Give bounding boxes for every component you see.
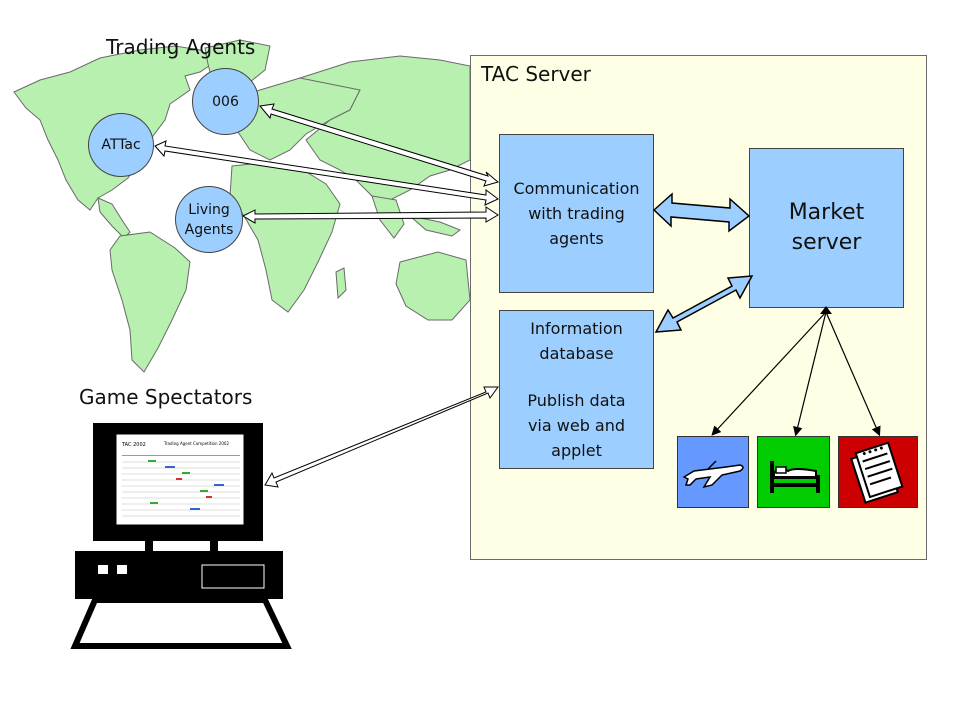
trading-agents-title: Trading Agents — [106, 35, 256, 59]
communication-line-3: agents — [549, 229, 604, 248]
communication-line-2: with trading — [528, 204, 625, 223]
info-line-5: applet — [551, 441, 602, 460]
tac-server-title: TAC Server — [481, 62, 591, 86]
central-america — [97, 197, 131, 239]
flight-auction-tile — [677, 436, 749, 508]
airplane-icon — [682, 460, 744, 489]
africa — [229, 161, 341, 313]
communication-line-1: Communication — [513, 179, 640, 198]
agent-006: 006 — [192, 68, 259, 135]
market-server-box: Market server — [749, 148, 904, 308]
bed-icon — [770, 461, 820, 493]
info-line-1: Information — [530, 319, 623, 338]
market-line-2: server — [791, 230, 862, 255]
info-line-4: via web and — [527, 416, 626, 435]
communication-box: Communication with trading agents — [499, 134, 654, 293]
market-line-1: Market — [788, 200, 865, 225]
agent-006-label: 006 — [212, 93, 239, 110]
australia — [395, 251, 471, 321]
agent-living-agents: Living Agents — [175, 186, 243, 253]
hotel-auction-tile — [757, 436, 830, 508]
information-database-box: Information database Publish data via we… — [499, 310, 654, 469]
agent-living-agents-label: Living Agents — [184, 201, 234, 238]
tickets-icon — [850, 441, 904, 504]
asia — [298, 55, 471, 201]
entertainment-auction-tile — [838, 436, 918, 508]
south-america — [109, 231, 191, 373]
south-asia — [371, 195, 405, 239]
indonesia — [408, 215, 462, 237]
madagascar — [335, 267, 347, 300]
info-line-2: database — [539, 344, 614, 363]
agent-attac-label: ATTac — [101, 137, 141, 153]
game-spectators-title: Game Spectators — [79, 385, 253, 409]
agent-attac: ATTac — [88, 113, 154, 177]
info-line-3: Publish data — [527, 391, 626, 410]
